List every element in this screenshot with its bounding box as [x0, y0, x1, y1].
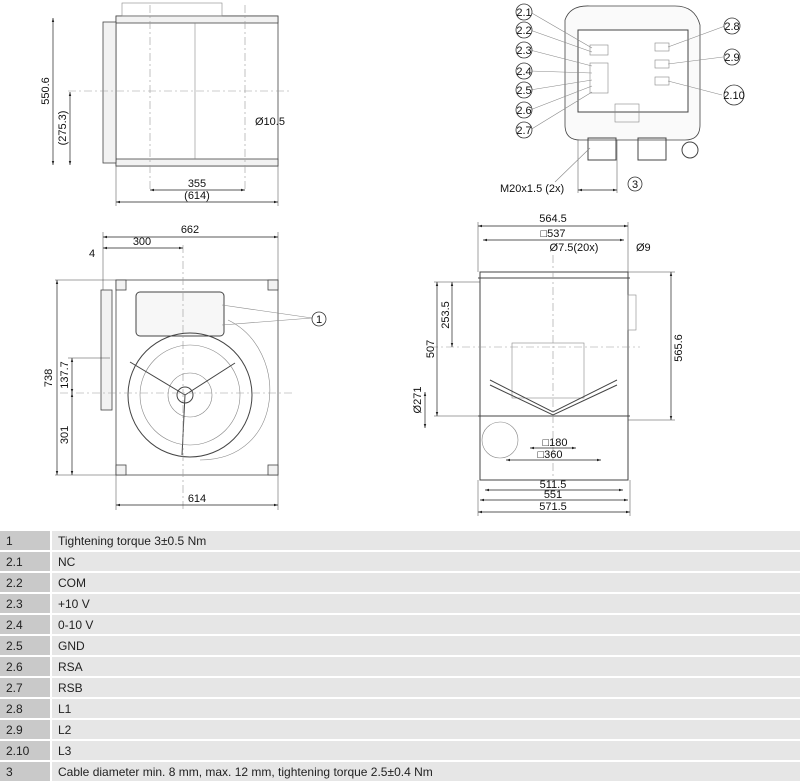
- dim-width: (614): [184, 190, 210, 202]
- legend-value: NC: [51, 550, 800, 572]
- legend-value: RSA: [51, 655, 800, 677]
- callout-2-1: 2.1: [515, 3, 533, 21]
- legend-key: 2.1: [0, 550, 52, 572]
- callout-3: 3: [627, 176, 643, 192]
- svg-text:3: 3: [632, 179, 638, 191]
- legend-key: 2.6: [0, 655, 52, 677]
- dim-square: □537: [541, 228, 566, 240]
- dim-height: 738: [43, 369, 55, 387]
- callout-2-3: 2.3: [515, 41, 533, 59]
- svg-text:2.2: 2.2: [516, 25, 531, 37]
- callout-2-4: 2.4: [515, 62, 533, 80]
- dim-width: 614: [188, 493, 206, 505]
- callout-2-8: 2.8: [723, 17, 741, 35]
- legend-value: RSB: [51, 676, 800, 698]
- legend-value: L1: [51, 697, 800, 719]
- legend-key: 2.9: [0, 718, 52, 740]
- svg-text:2.1: 2.1: [516, 7, 531, 19]
- svg-text:2.7: 2.7: [516, 125, 531, 137]
- callout-2-9: 2.9: [723, 48, 741, 66]
- dim-inlet-diameter: Ø271: [412, 387, 424, 414]
- callout-2-10: 2.10: [723, 84, 745, 106]
- legend-value: Tightening torque 3±0.5 Nm: [51, 529, 800, 551]
- legend-key: 2.3: [0, 592, 52, 614]
- dim-w3: 571.5: [539, 501, 567, 513]
- legend-key: 2.2: [0, 571, 52, 593]
- terminal-callouts-right: 2.8 2.9 2.10: [667, 17, 745, 106]
- svg-text:2.6: 2.6: [516, 105, 531, 117]
- legend-key: 2.10: [0, 739, 52, 761]
- legend-row: 2.3+10 V: [0, 592, 800, 614]
- legend-value: 0-10 V: [51, 613, 800, 635]
- legend-value: COM: [51, 571, 800, 593]
- legend-key: 2.8: [0, 697, 52, 719]
- dim-hole-small: Ø9: [636, 242, 651, 254]
- legend-key: 3: [0, 760, 52, 781]
- outlet-view: 564.5 □537 Ø7.5(20x) Ø9 253.5 507 Ø271 5…: [412, 213, 685, 516]
- callout-2-7: 2.7: [515, 121, 533, 139]
- legend-key: 2.5: [0, 634, 52, 656]
- dim-flange: 4: [89, 248, 95, 260]
- dim-height: 565.6: [673, 334, 685, 362]
- svg-text:2.4: 2.4: [516, 66, 531, 78]
- legend-value: GND: [51, 634, 800, 656]
- dim-height: 550.6: [40, 77, 52, 105]
- dim-outer: 564.5: [539, 213, 567, 225]
- dim-lower: 301: [59, 426, 71, 444]
- legend-key: 2.4: [0, 613, 52, 635]
- dim-upper: 137.7: [59, 361, 71, 389]
- svg-text:1: 1: [316, 314, 322, 326]
- callout-2-2: 2.2: [515, 21, 533, 39]
- legend-key: 2.7: [0, 676, 52, 698]
- legend-value: +10 V: [51, 592, 800, 614]
- dim-w2: 551: [544, 489, 562, 501]
- dim-half-height: (275.3): [57, 111, 69, 146]
- legend-value: L3: [51, 739, 800, 761]
- svg-text:2.9: 2.9: [724, 52, 739, 64]
- dim-half: 253.5: [440, 301, 452, 329]
- dim-w1: 511.5: [540, 479, 567, 491]
- dim-hole-spacing: 355: [188, 178, 206, 190]
- svg-text:2.5: 2.5: [516, 85, 531, 97]
- legend-value: L2: [51, 718, 800, 740]
- dim-inner-height: 507: [425, 340, 437, 358]
- side-view: 550.6 (275.3) Ø10.5 355 (614): [40, 2, 290, 206]
- svg-text:2.8: 2.8: [724, 21, 739, 33]
- legend-key: 1: [0, 529, 52, 551]
- dim-sq360: □360: [538, 449, 563, 461]
- svg-text:2.3: 2.3: [516, 45, 531, 57]
- callout-2-6: 2.6: [515, 101, 533, 119]
- gland-label: M20x1.5 (2x): [500, 183, 564, 195]
- dim-overall-width: 662: [181, 224, 199, 236]
- terminal-box-view: 2.1 2.2 2.3 2.4 2.5 2.6 2.7 2.8 2.9 2.10…: [500, 3, 745, 195]
- dim-offset: 300: [133, 236, 151, 248]
- dim-hole: Ø10.5: [255, 116, 285, 128]
- svg-text:2.10: 2.10: [723, 90, 744, 102]
- dim-holes: Ø7.5(20x): [550, 242, 599, 254]
- technical-drawing: 550.6 (275.3) Ø10.5 355 (614) 662 300 4 …: [40, 2, 745, 516]
- dim-sq180: □180: [543, 437, 568, 449]
- callout-2-5: 2.5: [515, 81, 533, 99]
- callout-1: 1: [311, 311, 327, 327]
- front-view: 662 300 4 738 137.7 301 614 1: [43, 224, 327, 510]
- terminal-callouts-left: 2.1 2.2 2.3 2.4 2.5 2.6 2.7: [515, 3, 593, 139]
- legend-value: Cable diameter min. 8 mm, max. 12 mm, ti…: [51, 760, 800, 781]
